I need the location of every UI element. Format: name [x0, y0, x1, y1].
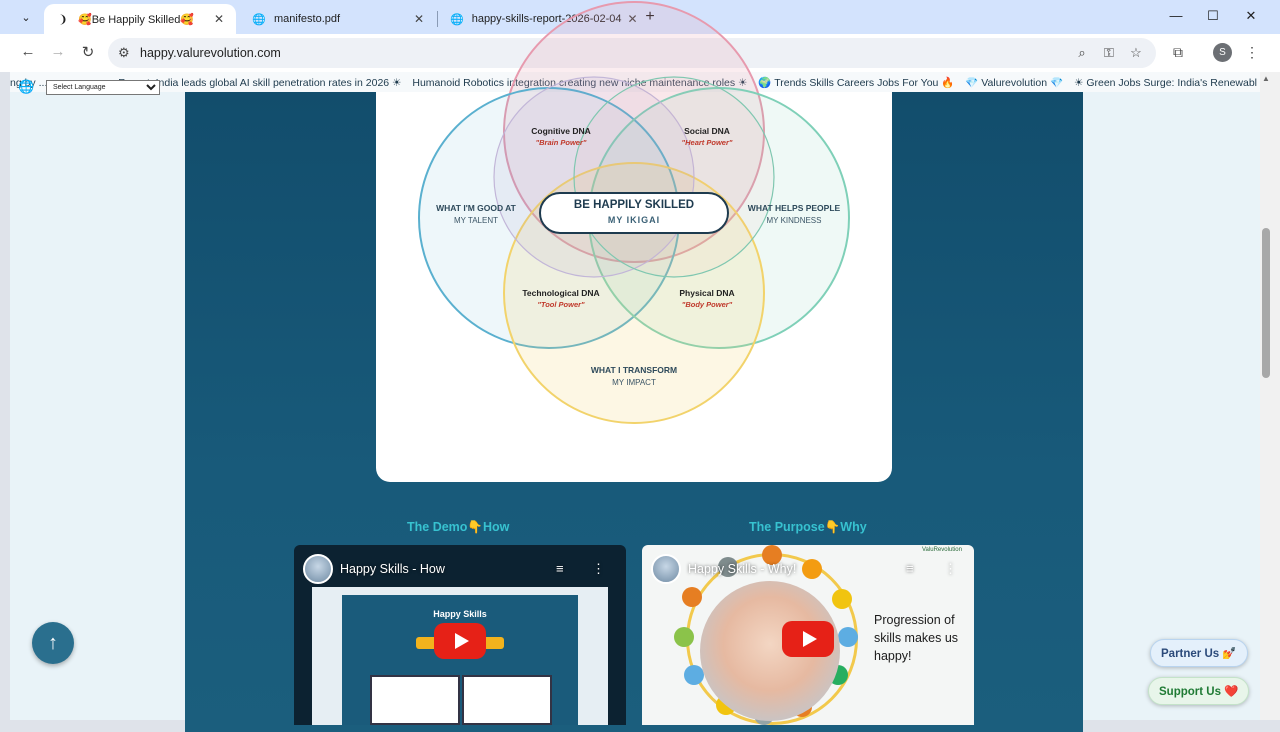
tab-search-icon[interactable]: ⌄: [21, 11, 31, 24]
video-title[interactable]: Happy Skills - Why!: [688, 562, 797, 576]
bottom-subtitle: MY IMPACT: [612, 378, 656, 387]
play-icon: [803, 631, 817, 647]
news-ticker: ng by ... Report: India leads global AI …: [10, 72, 1260, 92]
skill-dot: [674, 627, 694, 647]
minimize-icon[interactable]: —: [1169, 8, 1183, 23]
tab-happy-skills-report[interactable]: 🌐 happy-skills-report-2026-02-04 ✕: [438, 4, 638, 34]
address-bar[interactable]: ⚙ happy.valurevolution.com ⌕ ⚿ ☆: [108, 38, 1156, 68]
skill-dot: [838, 627, 858, 647]
skill-dot: [684, 665, 704, 685]
center-pill: [539, 192, 729, 234]
globe-icon: 🌐: [450, 13, 464, 26]
maximize-icon[interactable]: ☐: [1207, 8, 1219, 23]
language-select[interactable]: Select Language: [46, 80, 160, 95]
circle-social: [573, 76, 775, 278]
site-favicon-icon: ❩: [58, 13, 68, 26]
close-tab-icon[interactable]: ✕: [413, 12, 424, 26]
page-viewport: ng by ... Report: India leads global AI …: [10, 1, 1260, 732]
reload-icon[interactable]: ↻: [81, 44, 95, 61]
back-to-top-button[interactable]: ↑: [32, 622, 74, 664]
social-sub: "Heart Power": [682, 138, 733, 147]
ticker-item[interactable]: 💎 Valurevolution 💎: [965, 77, 1064, 89]
more-options-icon[interactable]: ⋮: [592, 561, 605, 576]
ticker-item[interactable]: ☀ Green Jobs Surge: India's Renewabl: [1073, 77, 1258, 89]
page-scrollbar[interactable]: [1260, 72, 1280, 720]
new-tab-button[interactable]: +: [645, 8, 655, 25]
play-button[interactable]: [782, 621, 834, 657]
bookmark-star-icon[interactable]: ☆: [1130, 45, 1142, 60]
playlist-icon[interactable]: ≡: [556, 561, 564, 576]
video-caption: Progression of skills makes us happy!: [874, 613, 959, 663]
playlist-icon[interactable]: ≡: [906, 561, 914, 576]
forward-arrow-icon[interactable]: →: [50, 43, 66, 60]
tab-title: 🥰Be Happily Skilled🥰: [78, 13, 195, 26]
tab-title: happy-skills-report-2026-02-04: [471, 13, 622, 25]
left-title: WHAT I'M GOOD AT: [436, 203, 517, 213]
close-tab-icon[interactable]: ✕: [213, 12, 224, 26]
site-info-icon[interactable]: ⚙: [118, 45, 130, 60]
video-title[interactable]: Happy Skills - How: [340, 562, 445, 576]
physical-label: Physical DNA: [679, 288, 734, 298]
ikigai-card: BE HAPPILY SKILLED MY IKIGAI Cognitive D…: [376, 1, 892, 482]
thumbnail-title: Happy Skills: [433, 609, 487, 619]
url-text[interactable]: happy.valurevolution.com: [140, 46, 281, 60]
password-key-icon[interactable]: ⚿: [1104, 45, 1114, 60]
bottom-title: WHAT I TRANSFORM: [591, 365, 677, 375]
zoom-icon[interactable]: ⌕: [1078, 45, 1086, 60]
hero-section: BE HAPPILY SKILLED MY IKIGAI Cognitive D…: [185, 1, 1083, 732]
left-subtitle: MY TALENT: [454, 216, 498, 225]
tab-divider: [437, 11, 438, 27]
ticker-item[interactable]: Humanoid Robotics integration creating n…: [412, 77, 748, 89]
ticker-item[interactable]: ng by ...: [10, 77, 48, 89]
right-subtitle: MY KINDNESS: [767, 216, 822, 225]
technological-label: Technological DNA: [522, 288, 599, 298]
center-title: BE HAPPILY SKILLED: [574, 199, 694, 211]
partner-us-button[interactable]: Partner Us 💅: [1150, 639, 1248, 667]
skill-dot: [832, 589, 852, 609]
cognitive-label: Cognitive DNA: [531, 126, 591, 136]
channel-avatar[interactable]: [303, 554, 333, 584]
video-how-embed[interactable]: Happy Skills Happy Skills - How ≡ ⋮: [294, 545, 626, 725]
demo-section-title: The Demo👇How: [407, 520, 510, 534]
menu-kebab-icon[interactable]: ⋮: [1245, 44, 1259, 60]
physical-sub: "Body Power": [682, 300, 733, 309]
more-options-icon[interactable]: ⋮: [944, 561, 957, 576]
close-tab-icon[interactable]: ✕: [627, 12, 638, 26]
brand-logo: ValuRevolution: [922, 547, 962, 553]
right-title: WHAT HELPS PEOPLE: [748, 203, 841, 213]
skill-dot: [762, 545, 782, 565]
back-arrow-icon[interactable]: ←: [20, 43, 36, 60]
play-icon: [455, 633, 469, 649]
center-subtitle: MY IKIGAI: [608, 215, 660, 225]
tab-manifesto-pdf[interactable]: 🌐 manifesto.pdf ✕: [240, 4, 436, 34]
thumbnail-video: [370, 675, 460, 725]
thumbnail-hero: Happy Skills: [342, 595, 578, 725]
close-window-icon[interactable]: ✕: [1245, 8, 1257, 23]
video-why-embed[interactable]: ValuRevolution Progression of skills mak…: [642, 545, 974, 725]
extensions-icon[interactable]: ⧉: [1173, 44, 1183, 60]
skill-dot: [718, 557, 738, 577]
tab-strip: ⌄ ❩ 🥰Be Happily Skilled🥰 ✕ 🌐 manifesto.p…: [0, 0, 1280, 34]
scrollbar-thumb[interactable]: [1262, 228, 1270, 378]
ticker-item[interactable]: Report: India leads global AI skill pene…: [118, 77, 402, 89]
thumbnail-video: [462, 675, 552, 725]
social-label: Social DNA: [684, 126, 730, 136]
globe-icon: 🌐: [252, 13, 266, 26]
cognitive-sub: "Brain Power": [536, 138, 587, 147]
ikigai-venn-diagram: BE HAPPILY SKILLED MY IKIGAI Cognitive D…: [418, 1, 850, 424]
channel-avatar[interactable]: [651, 554, 681, 584]
purpose-section-title: The Purpose👇Why: [749, 520, 867, 534]
profile-avatar[interactable]: S: [1213, 43, 1232, 62]
support-us-button[interactable]: Support Us ❤️: [1148, 677, 1250, 705]
globe-icon: 🌐: [18, 79, 35, 94]
browser-toolbar: ← → ↻ ⚙ happy.valurevolution.com ⌕ ⚿ ☆ ⧉…: [0, 34, 1280, 72]
skill-dot: [802, 559, 822, 579]
play-button[interactable]: [434, 623, 486, 659]
tab-be-happily-skilled[interactable]: ❩ 🥰Be Happily Skilled🥰 ✕: [44, 4, 236, 34]
skill-dot: [682, 587, 702, 607]
ticker-item[interactable]: 🌍 Trends Skills Careers Jobs For You 🔥: [758, 77, 955, 89]
tab-title: manifesto.pdf: [274, 13, 341, 25]
technological-sub: "Tool Power": [537, 300, 585, 309]
scroll-up-icon[interactable]: ▲: [1262, 74, 1270, 83]
